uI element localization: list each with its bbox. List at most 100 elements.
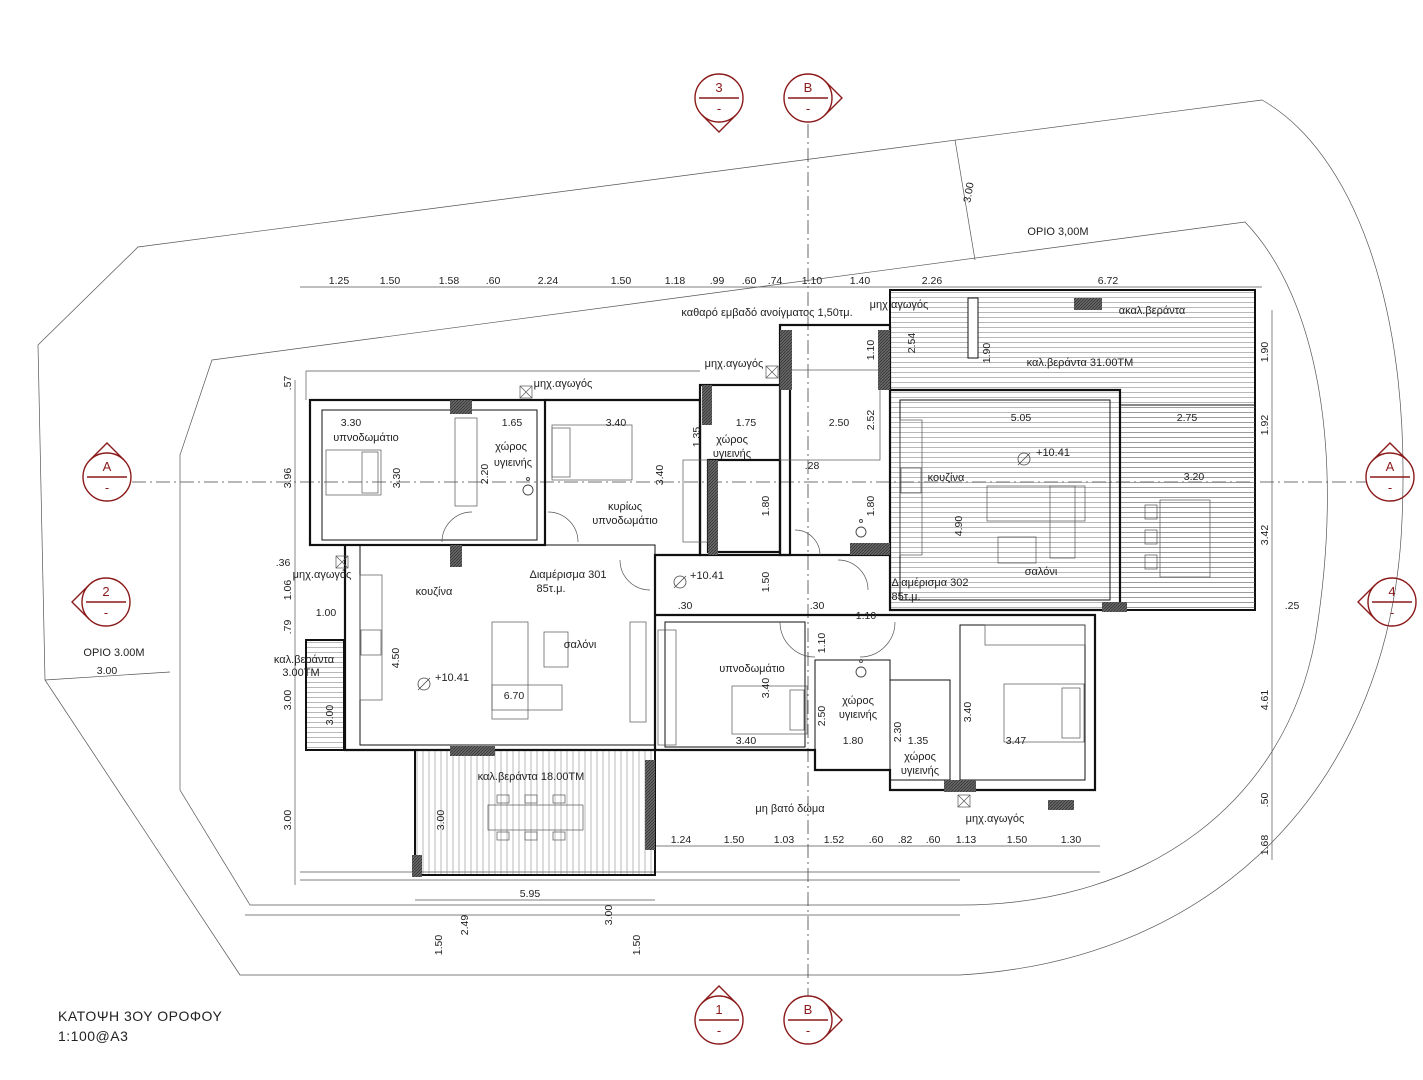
dimension-top: 6.72: [1098, 275, 1119, 287]
dimension-interior: 1.90: [981, 343, 993, 364]
room-label: +10.41: [435, 672, 469, 684]
dimension-interior: .28: [805, 460, 820, 472]
dimension-interior: 1.10: [865, 340, 877, 361]
section-marker-3: 3-: [694, 73, 744, 133]
dimension-interior: .30: [678, 600, 693, 612]
dimension-left: 1.00: [316, 607, 337, 619]
dimension-interior: 1.65: [502, 417, 523, 429]
section-marker-sheet: -: [806, 101, 810, 116]
dimension-right: .50: [1259, 793, 1271, 808]
dimension-top: 1.10: [802, 275, 823, 287]
room-label: Διαμέρισμα 301: [530, 569, 607, 581]
dimension-interior: 3.30: [341, 417, 362, 429]
section-marker-sheet: -: [717, 101, 721, 116]
balcony-wall: [967, 297, 979, 359]
section-marker-sheet: -: [1388, 480, 1392, 495]
room-label: υγιεινής: [713, 448, 751, 460]
dimension-right: 3.42: [1259, 525, 1271, 546]
dimension-interior: 6.70: [504, 690, 525, 702]
dimension-interior: 3.20: [1184, 471, 1205, 483]
room-label: υπνοδωμάτιο: [719, 663, 785, 675]
dimension-bottom: 1.24: [671, 834, 692, 846]
room-label: υπνοδωμάτιο: [333, 432, 399, 444]
section-marker-sheet: -: [806, 1023, 810, 1038]
dimension-top: 1.18: [665, 275, 686, 287]
room-label: 85τ.μ.: [536, 583, 565, 595]
dimension-interior: 1.35: [908, 735, 929, 747]
dimension-interior: 5.05: [1011, 412, 1032, 424]
dimension-site: 2.49: [459, 915, 471, 936]
room-label: καλ.βεράντα 18.00ΤΜ: [478, 771, 585, 783]
room-label: μη βατό δώμα: [755, 803, 825, 815]
dimension-left: .79: [282, 620, 294, 635]
room-label: σαλόνι: [1025, 566, 1058, 578]
dimension-interior: 2.20: [479, 464, 491, 485]
dimension-bottom: 1.50: [1007, 834, 1028, 846]
dimension-top: 1.50: [611, 275, 632, 287]
dimension-interior: 1.50: [760, 572, 772, 593]
room-label: υγιεινής: [901, 765, 939, 777]
dimension-interior: 3.30: [391, 468, 403, 489]
section-marker-id: 1: [715, 1002, 722, 1017]
dimension-right: 1.68: [1259, 835, 1271, 856]
structural-columns: [412, 298, 1127, 877]
dimension-right: .25: [1285, 600, 1300, 612]
balcony-bottom: [414, 749, 656, 876]
dimension-interior: 3.47: [1006, 735, 1027, 747]
room-label: μηχ.αγωγός: [870, 299, 929, 311]
section-marker-id: B: [804, 1002, 813, 1017]
dimension-interior: 1.35: [691, 427, 703, 448]
dimension-top: 1.58: [439, 275, 460, 287]
room-label: μηχ.αγωγός: [534, 378, 593, 390]
section-marker-id: B: [804, 80, 813, 95]
dimension-interior: 3.40: [760, 678, 772, 699]
section-marker-id: 4: [1388, 584, 1395, 599]
dimension-top: .99: [710, 275, 725, 287]
balcony-right: [1119, 404, 1256, 611]
room-label: καλ.βεράντα 31.00ΤΜ: [1027, 357, 1134, 369]
dimension-interior: 1.10: [856, 610, 877, 622]
room-label: χώρος: [495, 441, 527, 453]
dimension-bottom: 1.30: [1061, 834, 1082, 846]
dimension-top: 1.50: [380, 275, 401, 287]
room-label: υγιεινής: [839, 709, 877, 721]
room-label: Διαμέρισμα 302: [892, 577, 969, 589]
dimension-site: 5.95: [520, 888, 541, 900]
dimension-bottom: .60: [869, 834, 884, 846]
room-label: σαλόνι: [564, 639, 597, 651]
dimension-right: 1.92: [1259, 415, 1271, 436]
dimension-interior: 3.40: [962, 702, 974, 723]
duct-icons: [335, 365, 971, 808]
section-marker-a: A-: [1365, 442, 1415, 502]
room-label: +10.41: [690, 570, 724, 582]
dimension-bottom: 1.52: [824, 834, 845, 846]
room-label: κυρίως: [608, 501, 642, 513]
room-label: ΟΡΙΟ 3,00Μ: [1027, 226, 1088, 238]
dimension-site: 3.00: [435, 810, 447, 831]
section-marker-a: A-: [82, 442, 132, 502]
site-boundary: [37, 99, 1404, 976]
dimension-top: 1.25: [329, 275, 350, 287]
room-label: μηχ.αγωγός: [293, 569, 352, 581]
dimension-top: 2.24: [538, 275, 559, 287]
section-markers: 3-B-A-A-2-4-1-B-: [71, 73, 1417, 1045]
room-label: μηχ.αγωγός: [966, 813, 1025, 825]
dimension-interior: 1.75: [736, 417, 757, 429]
room-label: ΟΡΙΟ 3.00Μ: [83, 647, 144, 659]
dimension-interior: 3.40: [736, 735, 757, 747]
room-label: κουζίνα: [416, 586, 453, 598]
dimension-interior: 3.40: [606, 417, 627, 429]
dimension-interior: 3.40: [654, 465, 666, 486]
dimension-left: .36: [276, 557, 291, 569]
drawing-scale: 1:100@A3: [58, 1028, 129, 1044]
section-marker-id: 3: [715, 80, 722, 95]
room-label: καλ.βεράντα: [274, 654, 335, 666]
dimension-interior: 2.75: [1177, 412, 1198, 424]
dimension-top: .60: [486, 275, 501, 287]
dimension-lines: [294, 286, 1273, 901]
room-label: υπνοδωμάτιο: [592, 515, 658, 527]
dimension-interior: .30: [810, 600, 825, 612]
dimension-interior: 2.50: [829, 417, 850, 429]
setback-dim-line: [44, 671, 171, 681]
